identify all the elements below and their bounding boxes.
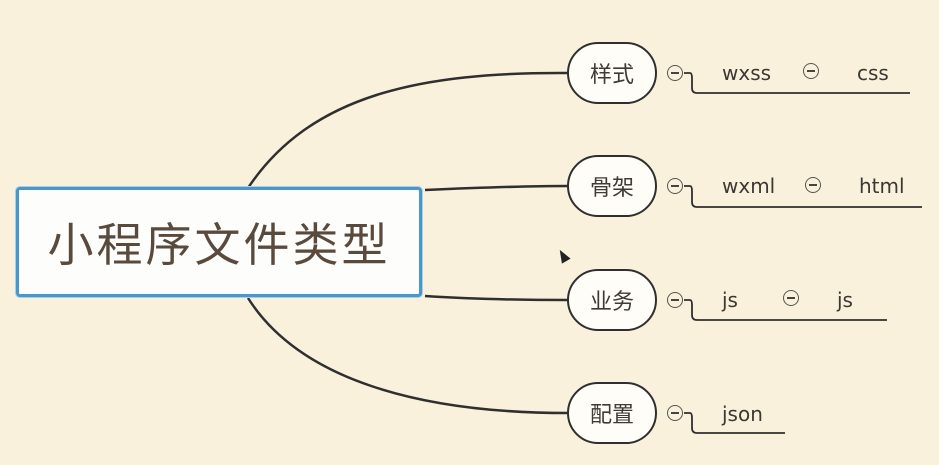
leaf-item[interactable]: html xyxy=(859,174,905,198)
branch-node-skeleton[interactable]: 骨架 xyxy=(567,155,657,217)
leaf-item[interactable]: wxss xyxy=(722,61,772,85)
leaf-item[interactable]: css xyxy=(857,61,889,85)
connector-root-branch-2 xyxy=(424,294,569,302)
branch-label: 配置 xyxy=(589,403,634,428)
connector-branch-1-leaf xyxy=(684,185,922,208)
branch-node-business[interactable]: 业务 xyxy=(567,269,657,331)
collapse-toggle-icon[interactable] xyxy=(667,405,683,421)
connector-root-branch-0 xyxy=(246,71,569,189)
collapse-toggle-icon[interactable] xyxy=(667,178,683,194)
collapse-toggle-icon[interactable] xyxy=(805,177,821,193)
branch-node-config[interactable]: 配置 xyxy=(567,382,657,444)
branch-label: 业务 xyxy=(589,290,634,315)
branch-node-style[interactable]: 样式 xyxy=(567,42,657,104)
connector-root-branch-1 xyxy=(424,184,569,192)
collapse-toggle-icon[interactable] xyxy=(783,290,799,306)
root-topic[interactable]: 小程序文件类型 xyxy=(16,187,422,297)
leaf-item[interactable]: json xyxy=(722,402,763,426)
leaf-item[interactable]: wxml xyxy=(722,174,776,198)
leaf-item[interactable]: js xyxy=(722,288,738,312)
connector-branch-0-leaf xyxy=(684,72,910,94)
collapse-toggle-icon[interactable] xyxy=(667,65,683,81)
root-topic-label: 小程序文件类型 xyxy=(47,218,391,272)
leaf-item[interactable]: js xyxy=(837,288,853,312)
collapse-toggle-icon[interactable] xyxy=(803,63,819,79)
branch-label: 样式 xyxy=(589,63,634,88)
connector-branch-2-leaf xyxy=(684,299,887,321)
connector-root-branch-3 xyxy=(246,297,569,415)
branch-label: 骨架 xyxy=(589,176,634,201)
connector-branch-3-leaf xyxy=(684,412,785,434)
collapse-toggle-icon[interactable] xyxy=(667,292,683,308)
